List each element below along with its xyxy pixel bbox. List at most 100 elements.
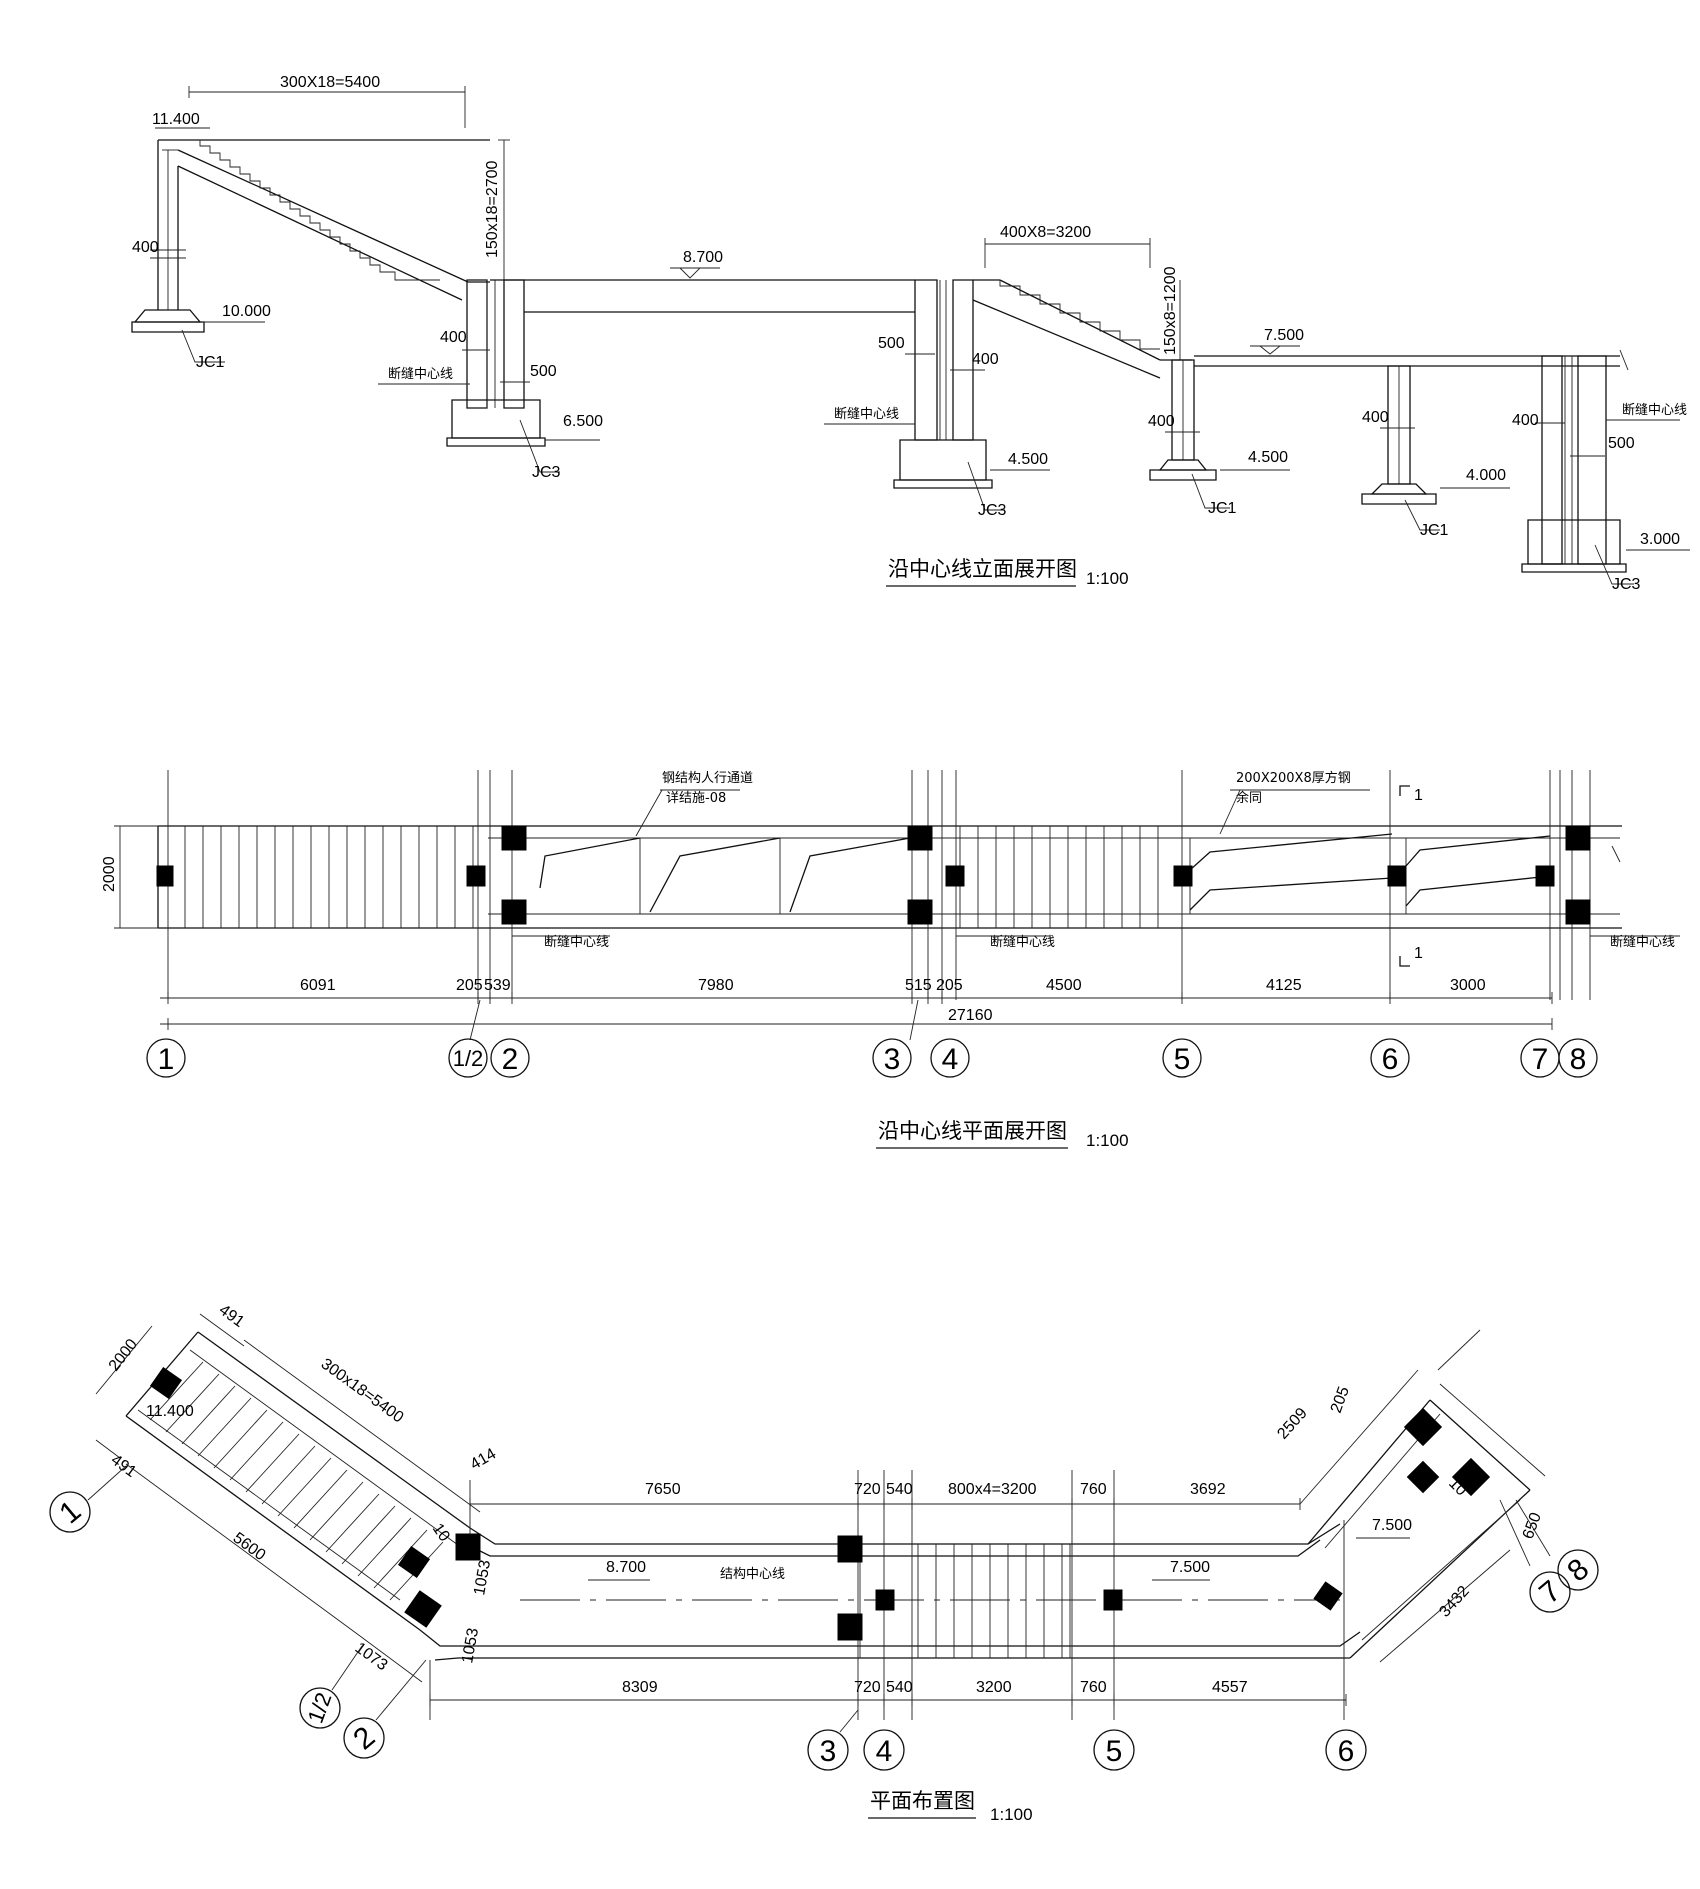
elev-dim-400-d: 400	[1148, 413, 1175, 430]
plan-layout-view: 2000 491 300x18=5400 11.400 491 5600 107…	[50, 1301, 1598, 1824]
elev-jc1-a: JC1	[196, 354, 225, 371]
elev-level-4500-b: 4.500	[1248, 449, 1288, 466]
elev-dim-1200: 150x8=1200	[1162, 266, 1179, 355]
elev-title: 沿中心线立面展开图	[888, 557, 1077, 581]
elev-dim-500-a: 500	[530, 363, 557, 380]
layout-center-line: 结构中心线	[720, 1567, 785, 1582]
layout-bot-540: 540	[886, 1679, 913, 1696]
plan-u-axis-4: 4	[942, 1043, 959, 1076]
plan-u-note1-line2: 详结施-08	[666, 791, 726, 806]
layout-dim-5400: 300x18=5400	[318, 1355, 407, 1426]
plan-u-axis-7: 7	[1532, 1043, 1549, 1076]
layout-bot-8309: 8309	[622, 1679, 658, 1696]
plan-u-note1-line1: 钢结构人行通道	[662, 771, 753, 786]
elev-joint-a: 断缝中心线	[388, 367, 453, 382]
elev-jc3-b: JC3	[978, 502, 1007, 519]
elev-level-10000: 10.000	[222, 303, 271, 320]
elev-dim-400-e: 400	[1362, 409, 1389, 426]
plan-u-seg-515: 515	[905, 977, 932, 994]
elev-dim-400-c: 400	[972, 351, 999, 368]
layout-level-11400: 11.400	[146, 1403, 194, 1420]
elev-jc3-a: JC3	[532, 464, 561, 481]
layout-dim-414: 414	[468, 1445, 500, 1473]
layout-bot-4557: 4557	[1212, 1679, 1248, 1696]
plan-u-axis-6: 6	[1382, 1043, 1399, 1076]
layout-bot-720: 720	[854, 1679, 881, 1696]
plan-u-axis-1-2: 1/2	[453, 1046, 484, 1071]
elev-dim-5400: 300X18=5400	[280, 74, 380, 91]
plan-u-joint-c: 断缝中心线	[1610, 935, 1675, 950]
plan-u-total-27160: 27160	[948, 1007, 993, 1024]
plan-u-section-bot: 1	[1414, 945, 1423, 962]
plan-u-seg-6091: 6091	[300, 977, 336, 994]
plan-u-seg-3000: 3000	[1450, 977, 1486, 994]
layout-dim-2509: 2509	[1274, 1405, 1311, 1443]
layout-axis-4: 4	[876, 1735, 893, 1768]
elev-level-7500: 7.500	[1264, 327, 1304, 344]
layout-dim-1053b: 1053	[459, 1627, 482, 1665]
elev-jc3-c: JC3	[1612, 576, 1641, 593]
plan-u-seg-539: 539	[484, 977, 511, 994]
layout-top-760: 760	[1080, 1481, 1107, 1498]
layout-dim-205: 205	[1328, 1384, 1353, 1415]
layout-axis-3: 3	[820, 1735, 837, 1768]
plan-u-section-top: 1	[1414, 787, 1423, 804]
elev-level-4500-a: 4.500	[1008, 451, 1048, 468]
layout-dim-2000: 2000	[106, 1336, 141, 1375]
plan-u-seg-4500: 4500	[1046, 977, 1082, 994]
layout-level-7500a: 7.500	[1170, 1559, 1210, 1576]
elev-jc1-b: JC1	[1208, 500, 1237, 517]
plan-u-seg-7980: 7980	[698, 977, 734, 994]
plan-u-axis-8: 8	[1570, 1043, 1587, 1076]
layout-dim-3432: 3432	[1436, 1583, 1473, 1621]
layout-axis-8: 8	[1561, 1552, 1595, 1588]
plan-u-note2-line2: 余同	[1236, 790, 1262, 806]
elev-dim-400-b: 400	[440, 329, 467, 346]
plan-u-width-2000: 2000	[101, 856, 118, 892]
plan-u-joint-a: 断缝中心线	[544, 935, 609, 950]
elevation-view: 300X18=5400 400 11.400 10.000 JC1 150x18…	[132, 74, 1690, 593]
layout-level-8700: 8.700	[606, 1559, 646, 1576]
plan-u-joint-b: 断缝中心线	[990, 935, 1055, 950]
plan-u-axis-5: 5	[1174, 1043, 1191, 1076]
plan-u-axis-3: 3	[884, 1043, 901, 1076]
layout-axis-7: 7	[1533, 1574, 1567, 1610]
elev-jc1-c: JC1	[1420, 522, 1449, 539]
layout-axis-1-2: 1/2	[303, 1689, 337, 1726]
layout-dim-650: 650	[1520, 1510, 1545, 1541]
layout-axis-1: 1	[53, 1494, 87, 1530]
elev-dim-3200: 400X8=3200	[1000, 224, 1091, 241]
layout-dim-491a: 491	[216, 1301, 248, 1331]
plan-u-scale: 1:100	[1086, 1131, 1129, 1150]
elev-dim-2700: 150x18=2700	[484, 160, 501, 258]
layout-top-540: 540	[886, 1481, 913, 1498]
layout-axis-6: 6	[1338, 1735, 1355, 1768]
layout-top-7650: 7650	[645, 1481, 681, 1498]
elev-level-4000: 4.000	[1466, 467, 1506, 484]
layout-axis-5: 5	[1106, 1735, 1123, 1768]
elev-joint-c: 断缝中心线	[1622, 403, 1687, 418]
layout-top-3200: 800x4=3200	[948, 1481, 1037, 1498]
layout-scale: 1:100	[990, 1805, 1033, 1824]
plan-u-seg-4125: 4125	[1266, 977, 1302, 994]
elev-dim-400-a: 400	[132, 239, 159, 256]
elev-level-11400: 11.400	[152, 111, 200, 128]
layout-dim-491b: 491	[108, 1451, 140, 1481]
plan-u-seg-205b: 205	[936, 977, 963, 994]
plan-u-title: 沿中心线平面展开图	[878, 1119, 1067, 1143]
layout-level-7500b: 7.500	[1372, 1517, 1412, 1534]
elev-dim-500-c: 500	[1608, 435, 1635, 452]
elev-joint-b: 断缝中心线	[834, 407, 899, 422]
plan-u-seg-205a: 205	[456, 977, 483, 994]
layout-axis-2: 2	[347, 1720, 381, 1756]
elev-level-8700: 8.700	[683, 249, 723, 266]
layout-dim-1053a: 1053	[471, 1559, 494, 1597]
plan-u-note2-line1: 200X200X8厚方钢	[1236, 770, 1351, 786]
layout-bot-3200: 3200	[976, 1679, 1012, 1696]
elev-level-6500: 6.500	[563, 413, 603, 430]
layout-bot-760: 760	[1080, 1679, 1107, 1696]
layout-top-3692: 3692	[1190, 1481, 1226, 1498]
elev-dim-400-f: 400	[1512, 412, 1539, 429]
layout-dim-10: 10	[429, 1521, 453, 1545]
